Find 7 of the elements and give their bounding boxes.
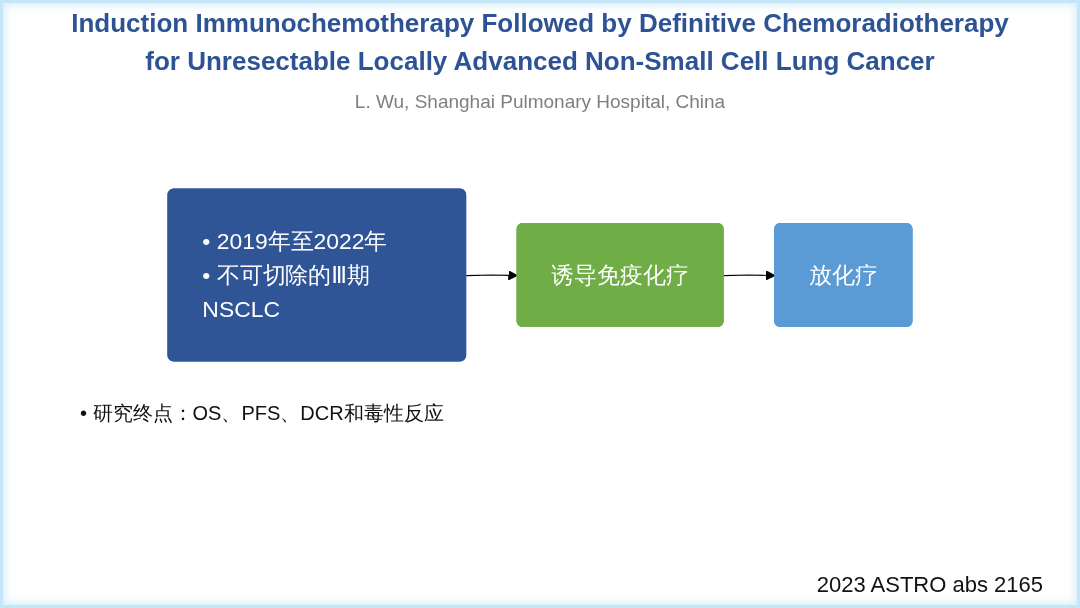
process-box: • 2019年至2022年 • 不可切除的Ⅲ期NSCLC — [167, 188, 467, 362]
bullet-text: • 研究终点：OS、PFS、DCR和毒性反应 — [80, 401, 444, 426]
reference-text: 2023 ASTRO abs 2165 — [816, 572, 1043, 598]
subtitle: L. Wu, Shanghai Pulmonary Hospital, China — [353, 91, 727, 113]
process-box: 诱导免疫化疗 — [516, 222, 724, 328]
title: Induction Immunochemotherapy Followed by Definitive Chemoradiotherapy for Unresectable Locally Advanced Non-Small Cell Lung Cancer — [70, 7, 1010, 78]
process-box: 放化疗 — [774, 222, 913, 328]
